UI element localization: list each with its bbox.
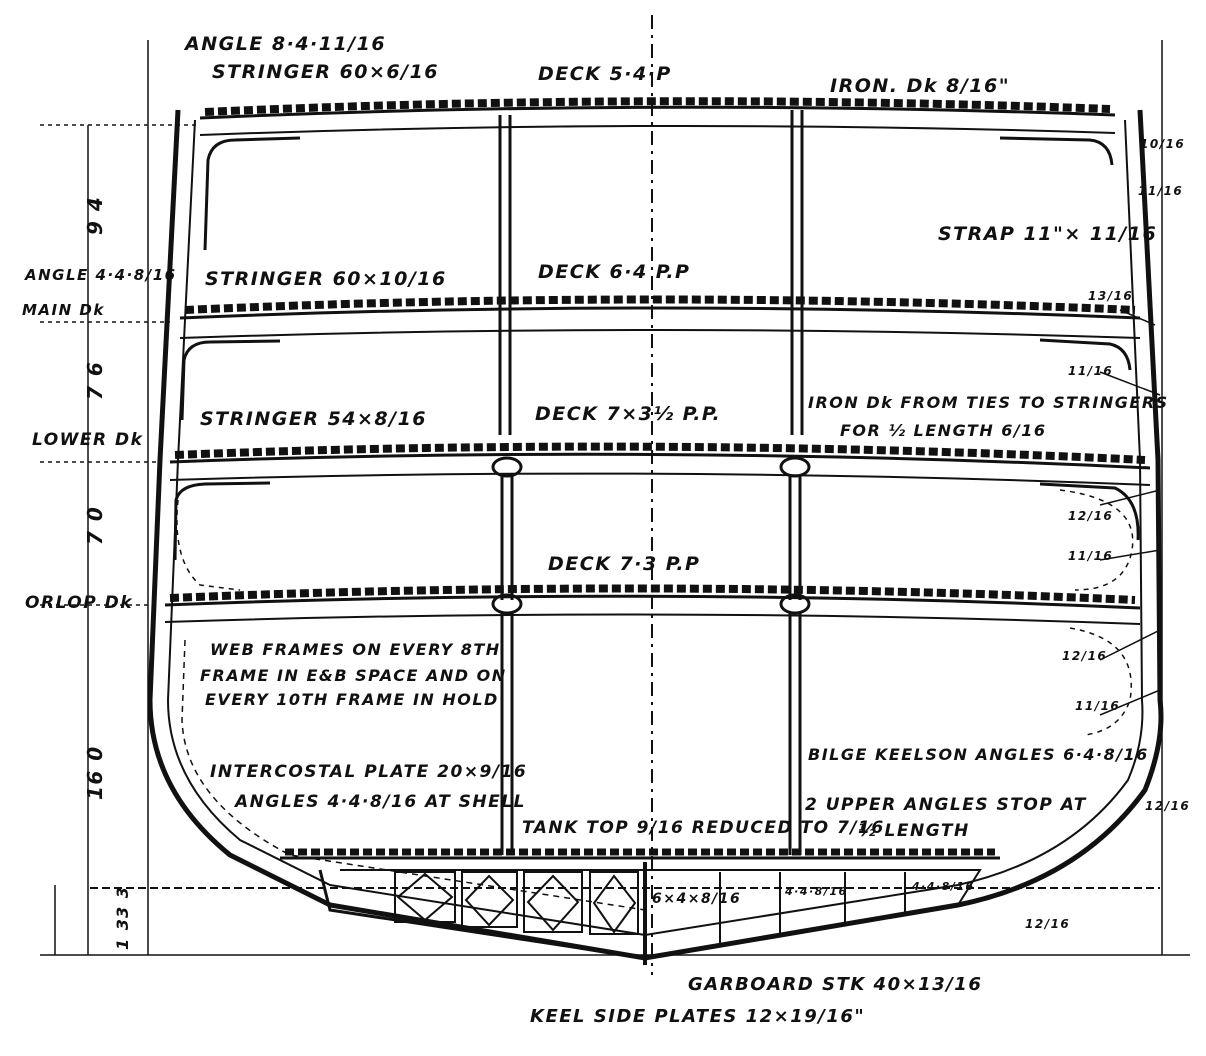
label-deck-lower: DECK 7×3½ P.P. [535,403,721,425]
dim-tween-lower: 7 0 [83,506,107,545]
plate-thickness-4: 11/16 [1068,364,1113,378]
main-deck [179,295,1141,339]
label-lower-deck: LOWER Dk [32,430,144,450]
orlop-deck [164,584,1141,625]
dim-hold: 16 0 [83,745,107,800]
plate-thickness-1: 10/16 [1140,137,1185,151]
label-bilge-keelson: BILGE KEELSON ANGLES 6·4·8/16 [808,745,1149,764]
beam-knee-upper-left [203,136,301,251]
label-tank-top: TANK TOP 9/16 REDUCED TO 7/16 [522,818,885,838]
label-intercostal-2: ANGLES 4·4·8/16 AT SHELL [233,792,526,812]
label-iron-ties-1: IRON Dk FROM TIES TO STRINGERS [808,393,1169,412]
label-web-frames-2: FRAME IN E&B SPACE AND ON [200,666,507,685]
dim-double-bottom: 3 3 [113,886,132,918]
dim-rise-of-floor: 1 3 [113,918,132,950]
beam-knee-lower-right [1039,482,1140,541]
label-floor-angle-1: 4·4·8/16 [784,885,848,898]
label-upper-angles-1: 2 UPPER ANGLES STOP AT [805,795,1087,815]
label-deck-main: DECK 6·4 P.P [538,261,690,283]
web-frame-outline-right-hold [1069,627,1132,736]
beam-knee-main-left [180,339,281,421]
label-main-deck: MAIN Dk [22,301,105,319]
plate-thickness-8: 11/16 [1075,699,1120,713]
tank-top [280,848,1000,860]
label-center-girder: 6×4×8/16 [652,891,741,907]
label-iron-deck: IRON. Dk 8/16" [830,75,1010,97]
plate-thickness-10: 12/16 [1025,917,1070,931]
label-web-frames-3: EVERY 10TH FRAME IN HOLD [205,690,499,709]
web-frame-outline-right [1059,489,1134,591]
label-stringer-lower: STRINGER 54×8/16 [200,408,427,430]
plate-thickness-2: 11/16 [1138,184,1183,198]
inner-frame-line [166,119,1144,937]
plate-thickness-9: 12/16 [1145,799,1190,813]
label-iron-ties-2: FOR ½ LENGTH 6/16 [840,421,1047,440]
label-deck-upper: DECK 5·4·P [538,63,672,85]
dim-tween-upper: 9 4 [83,196,107,235]
label-intercostal-1: INTERCOSTAL PLATE 20×9/16 [210,762,527,782]
outer-shell [147,109,1164,961]
web-frame-outline-left [176,499,241,591]
label-deck-orlop: DECK 7·3 P.P [548,553,700,575]
label-upper-angles-2: ½ LENGTH [858,821,970,841]
frame-dashed [181,639,646,911]
beam-knee-lower-left [173,481,271,561]
beam-knee-main-right [1039,338,1132,371]
label-web-frames-1: WEB FRAMES ON EVERY 8TH [210,640,501,659]
label-strap: STRAP 11"× 11/16 [938,223,1157,245]
label-angle-top: ANGLE 8·4·11/16 [183,33,386,55]
upper-deck [199,97,1116,136]
label-stringer-upper: STRINGER 60×6/16 [212,61,439,83]
double-bottom [90,862,1160,965]
dim-tween-main: 7 6 [83,361,107,400]
lower-deck [169,442,1151,486]
label-garboard: GARBOARD STK 40×13/16 [688,974,982,995]
dimension-lines [40,40,1190,956]
label-orlop-deck: ORLOP Dk [25,593,133,613]
label-angle-main: ANGLE 4·4·8/16 [24,266,177,284]
plate-thickness-6: 11/16 [1068,549,1113,563]
label-floor-angle-2: 4·4·8/16 [911,880,975,893]
plate-thickness-7: 12/16 [1062,649,1107,663]
pillars [491,110,811,855]
beam-knee-upper-right [999,136,1114,166]
plate-leaders [1099,309,1161,716]
label-stringer-main: STRINGER 60×10/16 [205,268,447,290]
plate-thickness-3: 13/16 [1088,289,1133,303]
label-keel-side: KEEL SIDE PLATES 12×19/16" [530,1006,865,1027]
plate-thickness-5: 12/16 [1068,509,1113,523]
